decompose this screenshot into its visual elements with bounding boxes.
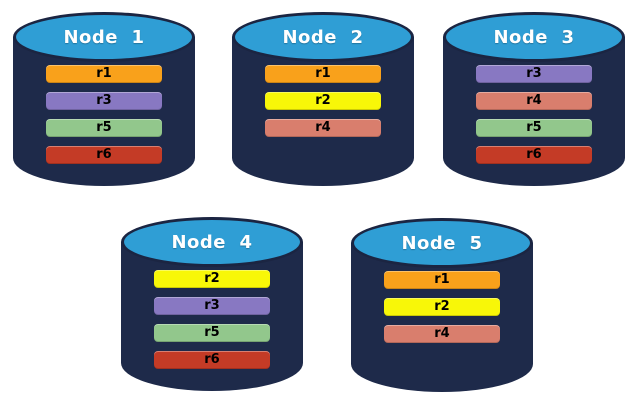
cylinder-top: Node 3	[443, 12, 625, 62]
replica-bar: r4	[265, 119, 381, 137]
replica-bar: r4	[476, 92, 592, 110]
node-4: Node 4 r2 r3 r5 r6	[121, 217, 303, 391]
replica-bar: r6	[154, 351, 270, 369]
node-5: Node 5 r1 r2 r4	[351, 218, 533, 392]
node-label: Node 5	[401, 232, 483, 254]
cylinder-top: Node 5	[351, 218, 533, 268]
replica-bar: r3	[476, 65, 592, 83]
replica-bar: r3	[154, 297, 270, 315]
replica-bar: r1	[46, 65, 162, 83]
replica-bar: r2	[154, 270, 270, 288]
replica-bar: r2	[265, 92, 381, 110]
replica-list: r1 r2 r4	[384, 271, 500, 343]
node-3: Node 3 r3 r4 r5 r6	[443, 12, 625, 186]
replica-list: r1 r2 r4	[265, 65, 381, 137]
cylinder-top: Node 2	[232, 12, 414, 62]
node-label: Node 1	[63, 26, 145, 48]
replica-bar: r1	[265, 65, 381, 83]
replica-list: r2 r3 r5 r6	[154, 270, 270, 369]
replica-bar: r3	[46, 92, 162, 110]
node-label: Node 4	[171, 231, 253, 253]
replica-list: r3 r4 r5 r6	[476, 65, 592, 164]
replica-bar: r5	[154, 324, 270, 342]
node-2: Node 2 r1 r2 r4	[232, 12, 414, 186]
replica-bar: r6	[46, 146, 162, 164]
node-1: Node 1 r1 r3 r5 r6	[13, 12, 195, 186]
replica-list: r1 r3 r5 r6	[46, 65, 162, 164]
replica-bar: r5	[476, 119, 592, 137]
node-label: Node 2	[282, 26, 364, 48]
cylinder-top: Node 1	[13, 12, 195, 62]
replica-bar: r4	[384, 325, 500, 343]
replica-bar: r1	[384, 271, 500, 289]
replica-bar: r2	[384, 298, 500, 316]
replica-bar: r5	[46, 119, 162, 137]
cylinder-top: Node 4	[121, 217, 303, 267]
replica-bar: r6	[476, 146, 592, 164]
node-label: Node 3	[493, 26, 575, 48]
